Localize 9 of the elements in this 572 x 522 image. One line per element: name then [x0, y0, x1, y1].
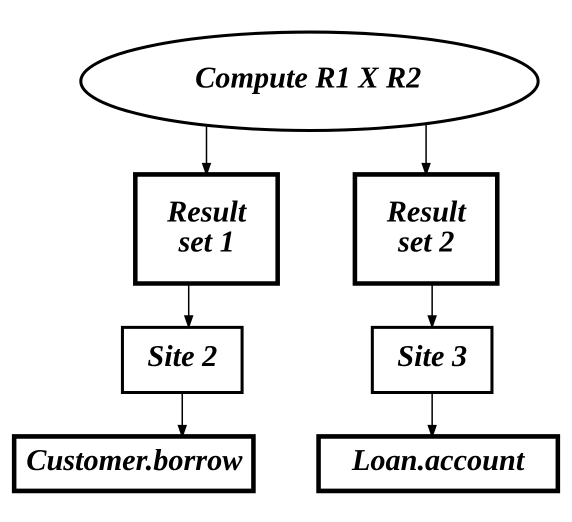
- node-ellipse: Compute R1 X R2: [79, 30, 540, 132]
- node-box: Site 3: [370, 325, 494, 394]
- node-box: Site 2: [120, 325, 244, 394]
- node-box: Result set 2: [352, 172, 500, 286]
- node-box: Customer.borrow: [12, 434, 256, 493]
- arrow: [184, 283, 194, 328]
- node-box: Loan.account: [316, 434, 560, 493]
- arrow: [427, 283, 437, 328]
- node-box: Result set 1: [133, 172, 280, 286]
